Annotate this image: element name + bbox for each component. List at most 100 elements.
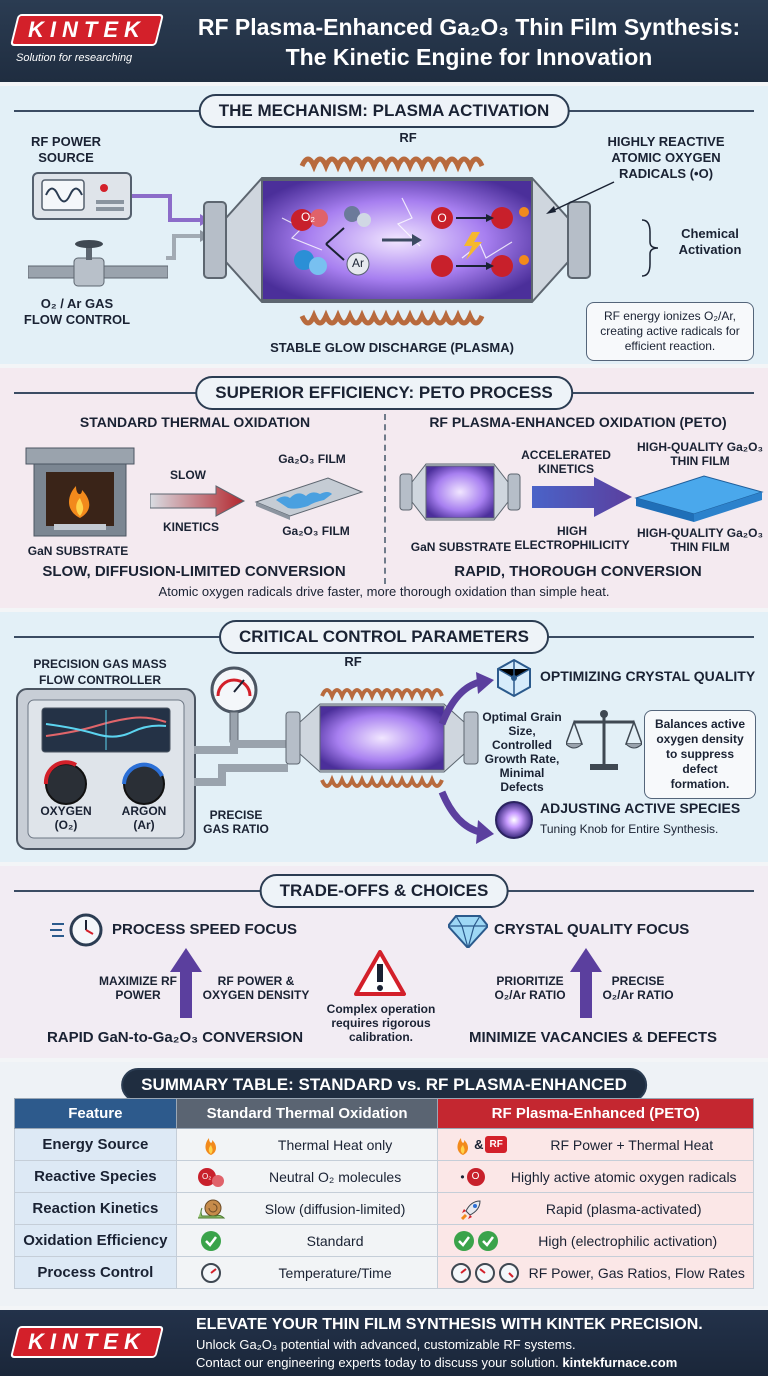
branch-arrows [438, 672, 494, 844]
gas-ratio-label: PRECISE GAS RATIO [203, 808, 269, 836]
peto-result: RAPID, THOROUGH CONVERSION [454, 563, 702, 580]
feed-lines [132, 194, 210, 260]
molecule-o2-label: O₂ [301, 210, 315, 224]
rf-generator-icon [32, 172, 132, 220]
argon-knob-label: ARGON (Ar) [121, 804, 167, 832]
kinetics-label: KINETICS [162, 520, 219, 534]
check-icon [189, 1230, 233, 1252]
mechanism-note: RF energy ionizes O₂/Ar, creating active… [586, 302, 754, 361]
mfc-label: PRECISION GAS MASS FLOW CONTROLLER [33, 657, 167, 687]
rf-density-label: RF POWER & OXYGEN DENSITY [202, 974, 310, 1002]
table-row: Reaction Kinetics Slow (diffusion-limite… [14, 1192, 754, 1225]
flame-icon [189, 1134, 233, 1156]
col-standard: Standard Thermal Oxidation [175, 1098, 439, 1129]
precise-ratio-label: PRECISE O₂/Ar RATIO [602, 974, 674, 1002]
logo-text: KINTEK [28, 17, 146, 42]
hq-film-bottom-label: HIGH-QUALITY Ga₂O₃ THIN FILM [637, 526, 763, 554]
control-chamber [285, 688, 479, 788]
rocket-icon [450, 1197, 494, 1221]
tradeoffs-section: TRADE-OFFS & CHOICES PROCESS SPEED FOCUS… [0, 866, 768, 1058]
footer-line2: Contact our engineering experts today to… [196, 1355, 678, 1370]
maximize-label: MAXIMIZE RF POWER [99, 974, 177, 1002]
chemical-activation-label: Chemical Activation [678, 226, 742, 257]
quality-focus-title: CRYSTAL QUALITY FOCUS [494, 921, 690, 938]
active-species-title: ADJUSTING ACTIVE SPECIES [540, 800, 741, 816]
efficiency-section: SUPERIOR EFFICIENCY: PETO PROCESS STANDA… [0, 368, 768, 608]
efficiency-heading: SUPERIOR EFFICIENCY: PETO PROCESS [195, 376, 573, 410]
stopwatch-icon [50, 913, 103, 947]
col-feature: Feature [14, 1098, 177, 1129]
active-species-desc: Tuning Knob for Entire Synthesis. [540, 822, 719, 836]
prioritize-label: PRIORITIZE O₂/Ar RATIO [494, 974, 566, 1002]
balance-scale-icon [566, 710, 642, 770]
amp-label: & [474, 1137, 484, 1152]
glow-discharge-label: STABLE GLOW DISCHARGE (PLASMA) [270, 340, 514, 355]
efficiency-caption: Atomic oxygen radicals drive faster, mor… [158, 584, 610, 599]
gas-flow-control-label: O₂ / Ar GAS FLOW CONTROL [23, 296, 131, 327]
quality-result: MINIMIZE VACANCIES & DEFECTS [468, 1029, 718, 1046]
tradeoffs-heading: TRADE-OFFS & CHOICES [259, 874, 509, 908]
footer-logo[interactable]: KINTEK [10, 1326, 164, 1358]
peto-substrate-label: GaN SUBSTRATE [410, 540, 512, 554]
gauge-and-pipes [194, 666, 288, 786]
high-electrophilicity-label: HIGH ELECTROPHILICITY [514, 524, 630, 552]
footer-line1: Unlock Ga₂O₃ potential with advanced, cu… [196, 1337, 576, 1352]
film-bottom-label: Ga₂O₃ FILM [282, 524, 350, 538]
peto-title: RF PLASMA-ENHANCED OXIDATION (PETO) [429, 414, 727, 430]
page-title: RF Plasma-Enhanced Ga₂O₃ Thin Film Synth… [197, 14, 741, 70]
table-row: Energy Source Thermal Heat only &RF RF P… [14, 1128, 754, 1161]
thin-film-icon [254, 477, 364, 520]
table-row: Reactive Species O₂ Neutral O₂ molecules… [14, 1160, 754, 1193]
control-rf-label: RF [344, 654, 362, 669]
warning-text: Complex operation requires rigorous cali… [326, 1002, 436, 1044]
gauge-icon [189, 1262, 233, 1284]
footer: KINTEK ELEVATE YOUR THIN FILM SYNTHESIS … [0, 1310, 768, 1376]
oxygen-knob-label: OXYGEN (O₂) [40, 804, 92, 832]
speed-up-arrow [170, 948, 202, 1018]
rf-label: RF [399, 130, 417, 145]
mass-flow-controller[interactable] [16, 688, 196, 852]
footer-url-link[interactable]: kintekfurnace.com [562, 1355, 678, 1370]
radical-o-label: O [437, 211, 447, 225]
activation-brace [641, 219, 659, 277]
kintek-logo[interactable]: KINTEK Solution for researching [10, 14, 164, 70]
quality-up-arrow [570, 948, 602, 1018]
control-section: CRITICAL CONTROL PARAMETERS PRECISION GA… [0, 612, 768, 862]
divider [384, 414, 386, 584]
rf-power-source-label: RF POWER SOURCE [30, 134, 102, 165]
table-row: Process Control Temperature/Time RF Powe… [14, 1256, 754, 1289]
summary-section: SUMMARY TABLE: STANDARD vs. RF PLASMA-EN… [0, 1062, 768, 1306]
o2-molecule-icon: O₂ [189, 1167, 233, 1187]
double-check-icon [450, 1230, 502, 1252]
mini-chamber-icon [399, 463, 521, 521]
fast-arrow [532, 477, 632, 517]
speed-result: RAPID GaN-to-Ga₂O₃ CONVERSION [46, 1029, 304, 1046]
slow-arrow [150, 485, 246, 517]
logo-tagline: Solution for researching [16, 52, 133, 64]
balance-note: Balances active oxygen density to suppre… [644, 710, 756, 799]
thermal-result: SLOW, DIFFUSION-LIMITED CONVERSION [42, 563, 346, 580]
hq-film-top-label: HIGH-QUALITY Ga₂O₃ THIN FILM [637, 440, 763, 468]
molecule-ar-label: Ar [352, 256, 364, 270]
flame-rf-icon: &RF [450, 1134, 510, 1156]
rf-badge: RF [485, 1136, 507, 1153]
speed-focus-title: PROCESS SPEED FOCUS [112, 921, 298, 938]
mechanism-heading: THE MECHANISM: PLASMA ACTIVATION [198, 94, 570, 128]
active-species-icon [495, 801, 533, 839]
control-heading: CRITICAL CONTROL PARAMETERS [219, 620, 549, 654]
header: KINTEK Solution for researching RF Plasm… [0, 0, 768, 82]
crystal-quality-title: OPTIMIZING CRYSTAL QUALITY [540, 668, 756, 684]
col-peto: RF Plasma-Enhanced (PETO) [437, 1098, 754, 1129]
furnace-icon [25, 447, 135, 537]
plasma-chamber[interactable] [202, 148, 592, 330]
gas-valve-icon [28, 240, 168, 287]
crystal-quality-desc: Optimal Grain Size, Controlled Growth Ra… [482, 710, 562, 794]
slow-label: SLOW [170, 468, 206, 482]
summary-table: Feature Standard Thermal Oxidation RF Pl… [14, 1098, 754, 1289]
radicals-pointer [546, 181, 615, 214]
radicals-label: HIGHLY REACTIVE ATOMIC OXYGEN RADICALS (… [607, 134, 725, 181]
o-radical-icon: •O [450, 1167, 494, 1186]
thermal-substrate-label: GaN SUBSTRATE [27, 544, 129, 558]
film-top-label: Ga₂O₃ FILM [278, 452, 346, 466]
